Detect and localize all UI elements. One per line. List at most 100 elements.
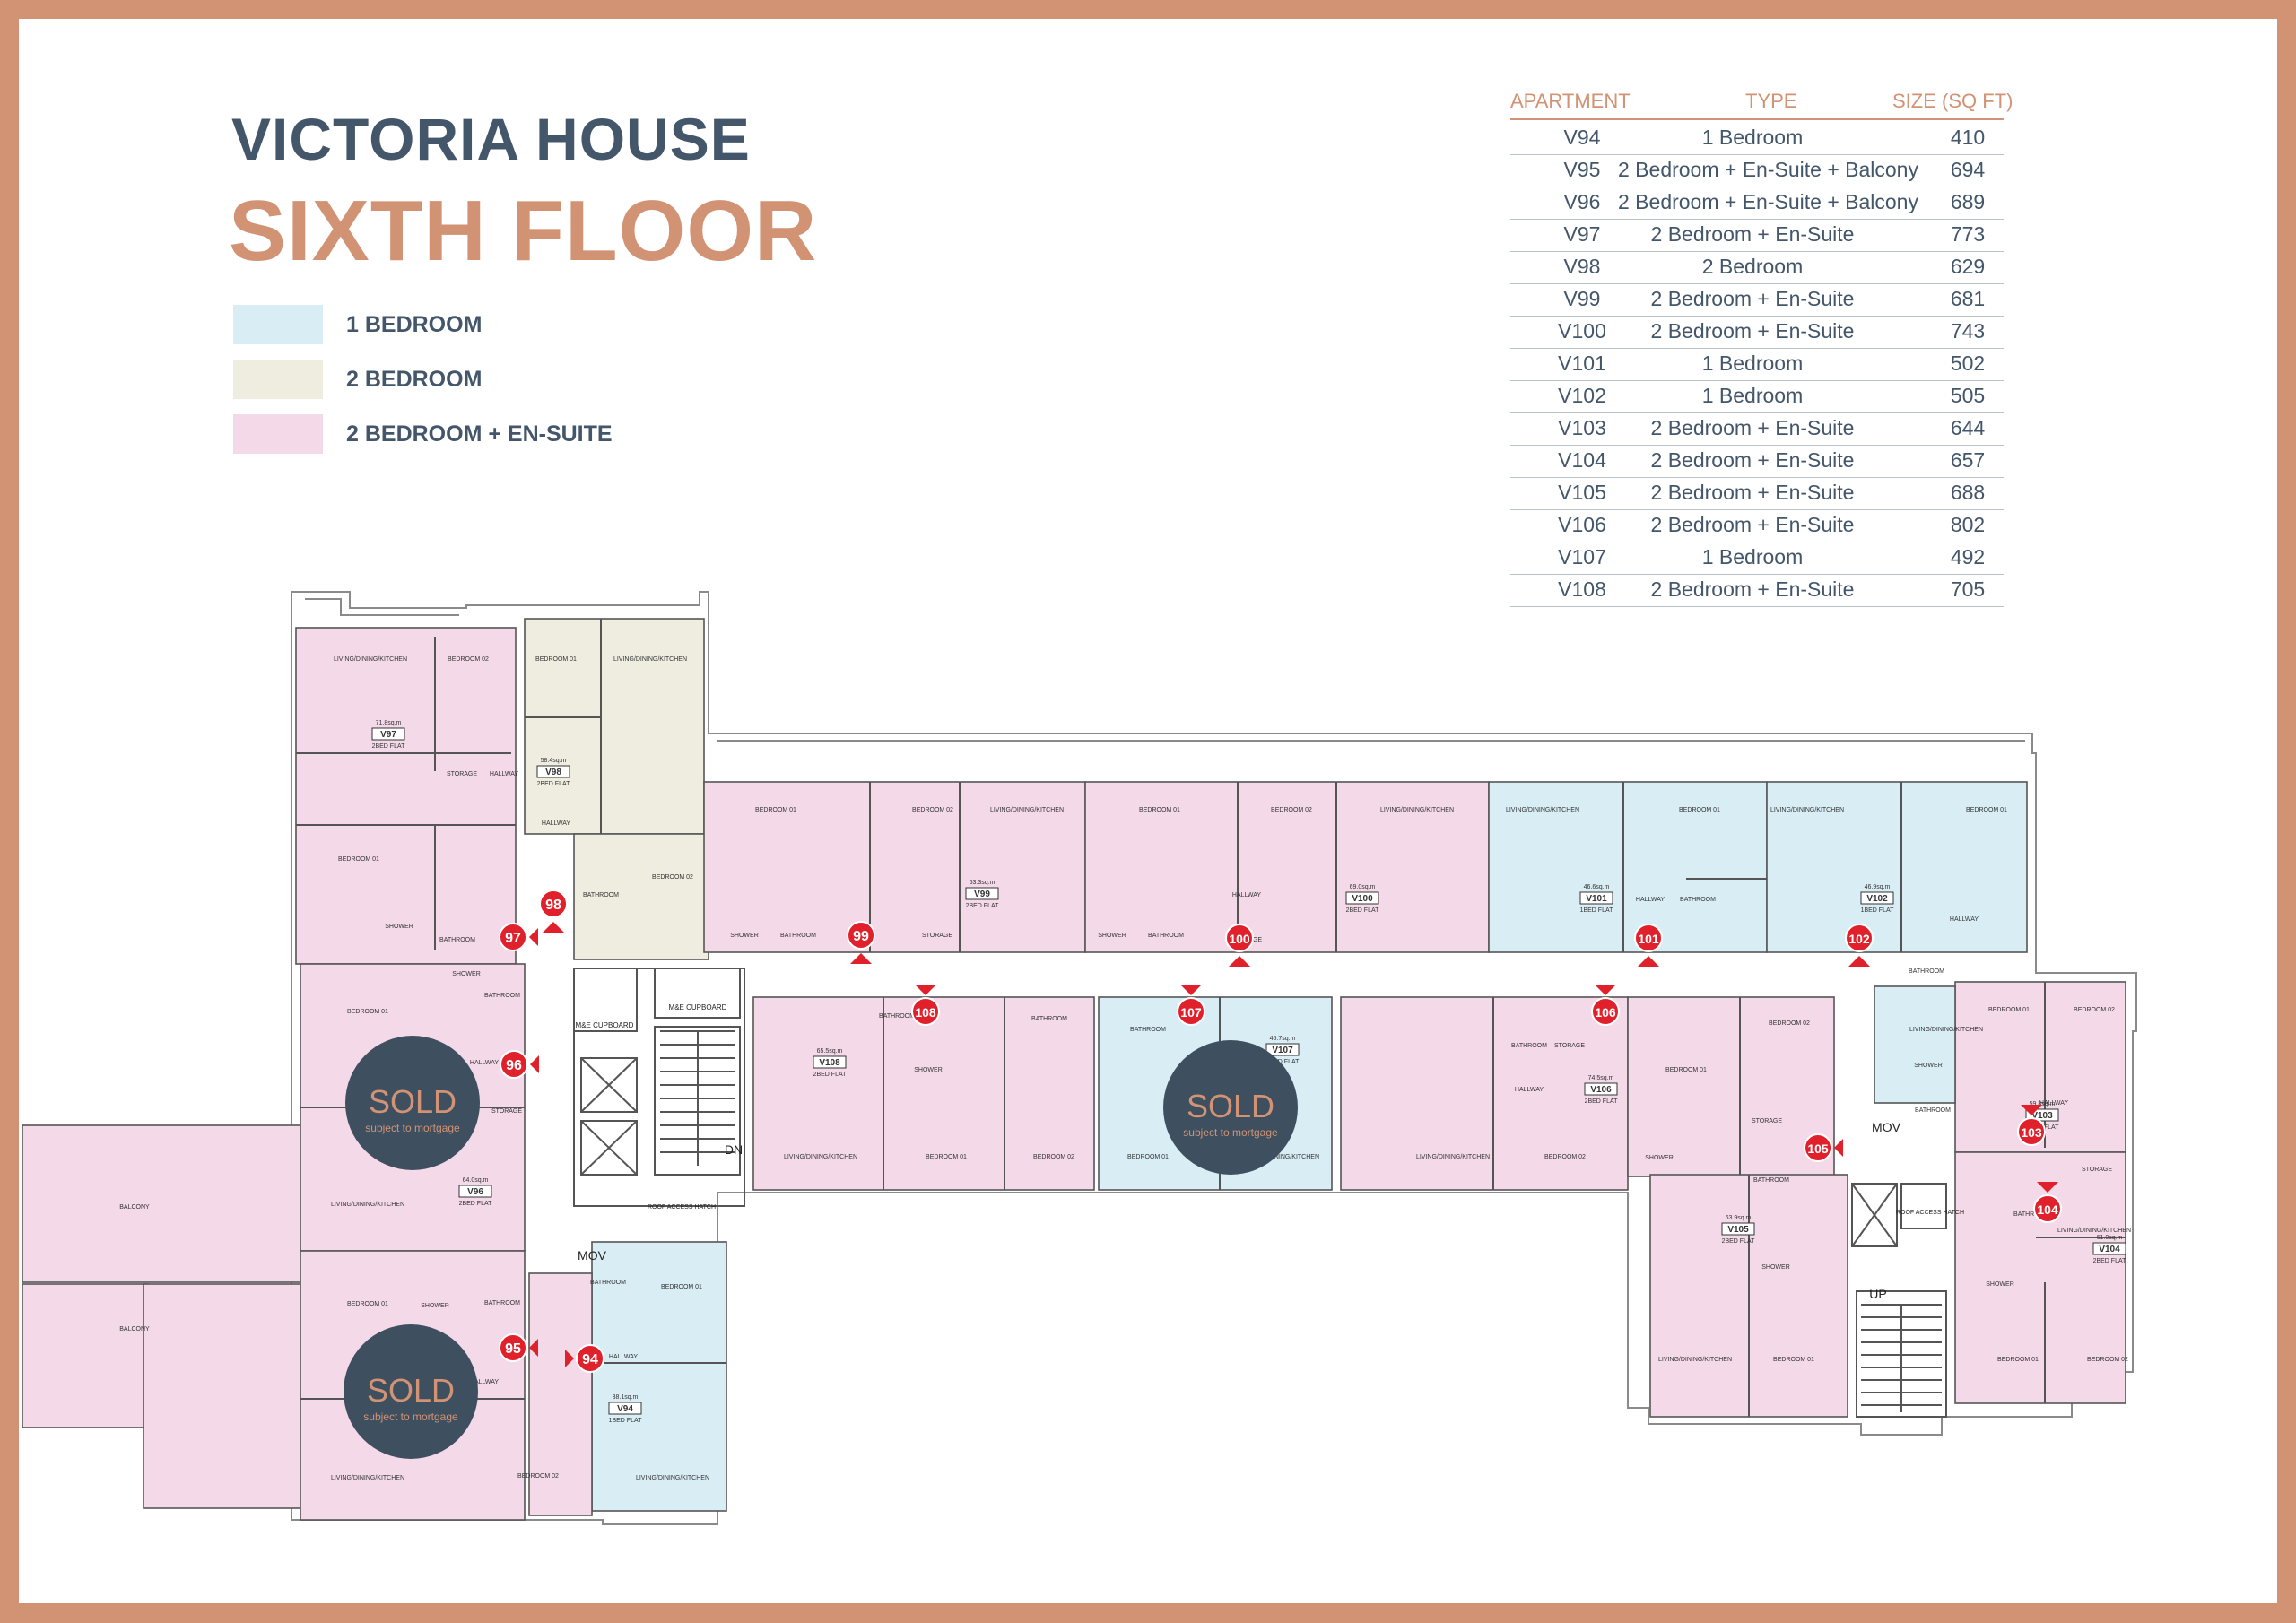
type-cell: 2 Bedroom + En-Suite	[1650, 319, 1855, 343]
unit-kind: 1BED FLAT	[1580, 907, 1614, 914]
unit-tag: V99	[974, 890, 990, 899]
size-cell: 694	[1950, 158, 1986, 181]
marker-arrow	[2037, 1182, 2058, 1193]
size-cell: 802	[1950, 513, 1986, 536]
unit-v102	[1766, 781, 2028, 953]
entrance-marker-100: 100	[1225, 924, 1254, 967]
unit-kind: 1BED FLAT	[609, 1418, 643, 1424]
type-cell: 2 Bedroom + En-Suite + Balcony	[1618, 158, 1918, 181]
dn-label: DN	[725, 1142, 743, 1157]
legend-swatch	[233, 305, 323, 344]
marker-arrow	[1180, 985, 1202, 995]
room-label: BEDROOM 01	[1988, 1007, 2030, 1013]
type-cell: 1 Bedroom	[1701, 384, 1804, 407]
size-cell: 743	[1950, 319, 1986, 343]
type-cell: 2 Bedroom + En-Suite	[1650, 222, 1855, 246]
type-cell: 1 Bedroom	[1701, 352, 1804, 375]
unit-tag: V100	[1352, 894, 1373, 904]
room-label: LIVING/DINING/KITCHEN	[784, 1154, 857, 1160]
room-label: BEDROOM 01	[661, 1284, 702, 1290]
unit-tag: V101	[1586, 894, 1607, 904]
unit-tag: V98	[545, 768, 561, 777]
room-label: BATHROOM	[879, 1013, 915, 1020]
marker-circle	[1591, 997, 1620, 1026]
marker-arrow	[543, 922, 564, 933]
marker-arrow	[529, 928, 538, 946]
size-cell: 644	[1950, 416, 1986, 439]
room-label: BATHROOM	[484, 1300, 520, 1306]
room-label: BEDROOM 02	[517, 1473, 559, 1480]
room-label: HALLWAY	[1232, 892, 1261, 898]
room-label: BEDROOM 02	[2074, 1007, 2115, 1013]
room-label: BEDROOM 01	[347, 1009, 388, 1015]
type-cell: 1 Bedroom	[1701, 126, 1804, 149]
apartment-cell: V107	[1558, 545, 1606, 568]
marker-label: 96	[506, 1058, 522, 1073]
marker-arrow	[2021, 1105, 2042, 1115]
apartment-cell: V106	[1558, 513, 1606, 536]
room-label: LIVING/DINING/KITCHEN	[1246, 1154, 1319, 1160]
marker-label: 97	[505, 931, 521, 946]
marker-label: 94	[582, 1352, 598, 1367]
marker-arrow	[850, 953, 872, 964]
unit-area: 64.0sq.m	[463, 1177, 489, 1184]
mov-label-right: MOV	[1872, 1120, 1901, 1134]
roof-access-hatch-left: ROOF ACCESS HATCH	[648, 1204, 716, 1211]
room-label: HALLWAY	[2039, 1100, 2068, 1107]
size-cell: 629	[1950, 255, 1986, 278]
room-label: STORAGE	[922, 933, 952, 939]
unit-kind: 2BED FLAT	[1346, 907, 1380, 914]
entrance-marker-103: 103	[2017, 1105, 2046, 1146]
marker-label: 100	[1229, 932, 1250, 946]
room-label: LIVING/DINING/KITCHEN	[613, 656, 687, 663]
room-label: HALLWAY	[470, 1060, 499, 1066]
unit-kind: 1BED FLAT	[1861, 907, 1895, 914]
unit-area: 46.9sq.m	[1865, 884, 1891, 890]
unit-kind: 2BED FLAT	[1722, 1238, 1756, 1245]
balcony-label: BALCONY	[119, 1204, 150, 1211]
entrance-marker-95: 95	[499, 1333, 538, 1362]
marker-label: 99	[853, 929, 869, 944]
marker-label: 104	[2037, 1202, 2058, 1217]
unit-kind: 2BED FLAT	[459, 1201, 493, 1207]
room-label: BATHROOM	[1680, 897, 1716, 903]
room-label: BEDROOM 01	[338, 856, 379, 863]
legend-item-2-bedroom: 2 BEDROOM	[233, 360, 682, 399]
header-apartment: APARTMENT	[1510, 90, 1631, 112]
room-label: BEDROOM 02	[1033, 1154, 1074, 1160]
room-label: BEDROOM 01	[535, 656, 577, 663]
room-label: LIVING/DINING/KITCHEN	[990, 807, 1064, 813]
marker-label: 105	[1807, 1141, 1829, 1156]
unit-tag: V94	[617, 1404, 633, 1414]
room-label: BEDROOM 01	[1997, 1357, 2039, 1363]
sold-label: SOLD	[367, 1372, 455, 1409]
balcony-v96	[22, 1124, 301, 1283]
apartment-cell: V108	[1558, 577, 1606, 601]
unit-kind: 2BED FLAT	[966, 903, 1000, 909]
marker-label: 95	[505, 1341, 521, 1357]
unit-kind: 2BED FLAT	[372, 743, 406, 750]
room-label: LIVING/DINING/KITCHEN	[2057, 1228, 2131, 1234]
room-label: BEDROOM 02	[448, 656, 489, 663]
marker-label: 107	[1180, 1005, 1202, 1020]
unit-kind: 2BED FLAT	[1585, 1098, 1619, 1105]
unit-tag: V96	[467, 1187, 483, 1197]
room-label: LIVING/DINING/KITCHEN	[1380, 807, 1454, 813]
type-cell: 2 Bedroom + En-Suite	[1650, 481, 1855, 504]
unit-v100	[1084, 781, 1490, 953]
unit-v104	[1954, 1151, 2126, 1404]
size-cell: 657	[1950, 448, 1986, 472]
entrance-marker-98: 98	[539, 890, 568, 933]
room-label: LIVING/DINING/KITCHEN	[331, 1202, 404, 1208]
unit-tag-box	[536, 765, 570, 778]
legend-label: 1 BEDROOM	[346, 312, 483, 337]
room-label: SHOWER	[1914, 1063, 1943, 1069]
